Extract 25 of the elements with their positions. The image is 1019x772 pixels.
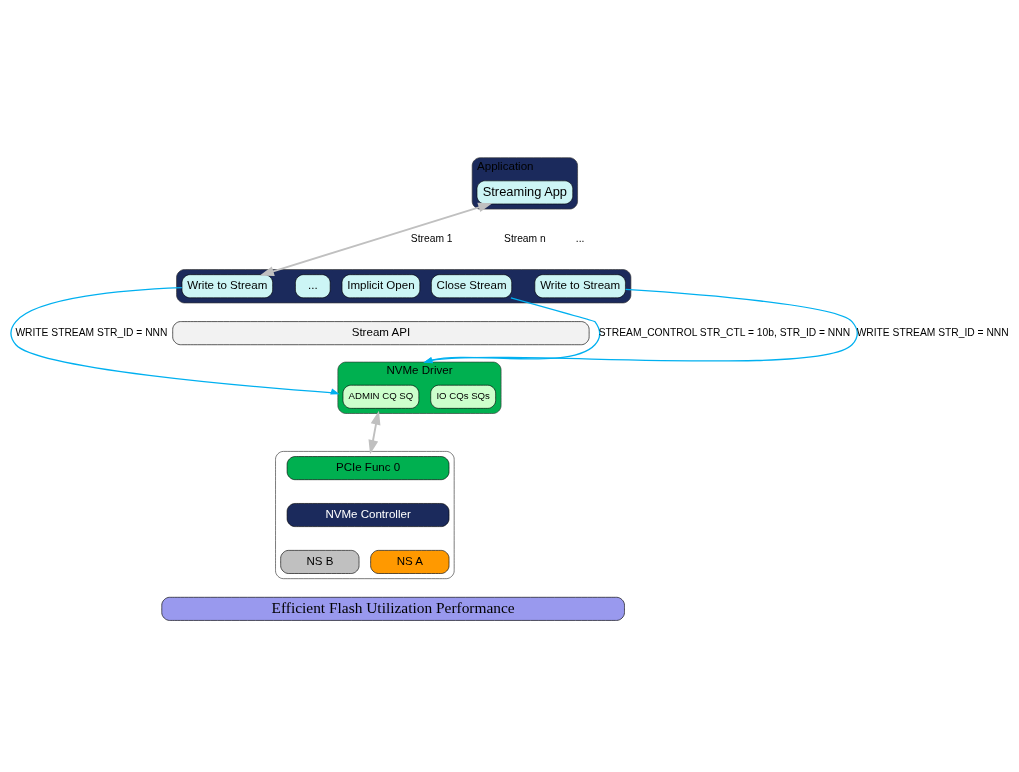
node-box: NVMe Controller (286, 502, 450, 527)
arrow (423, 288, 858, 363)
label: ... (575, 232, 585, 244)
arrow (368, 410, 381, 454)
node-box: ... (295, 273, 331, 298)
label: Stream n (504, 232, 546, 244)
node-box: NS A (370, 549, 450, 574)
arrow (10, 286, 340, 394)
node-box: NS B (280, 549, 360, 574)
node-box: Efficient Flash Utilization Performance (161, 596, 625, 621)
node-box: Write to Stream (181, 273, 273, 298)
arrow (423, 296, 601, 363)
cluster (275, 450, 455, 579)
arrow (259, 202, 493, 276)
node-box: ADMIN CQ SQ (342, 384, 420, 409)
node-box: Stream API (172, 320, 590, 345)
edge-label: WRITE STREAM STR_ID = NNN (15, 326, 168, 338)
edge-label: WRITE STREAM STR_ID = NNN (856, 326, 1009, 338)
node-box: Streaming App (476, 180, 574, 204)
node-box: PCIe Func 0 (286, 455, 450, 480)
node-box: Write to Stream (534, 273, 626, 298)
node-box: Close Stream (431, 273, 512, 298)
node-box: IO CQs SQs (430, 384, 496, 409)
edge-label: Stream 1 (410, 232, 453, 244)
node-box: Implicit Open (341, 273, 421, 298)
